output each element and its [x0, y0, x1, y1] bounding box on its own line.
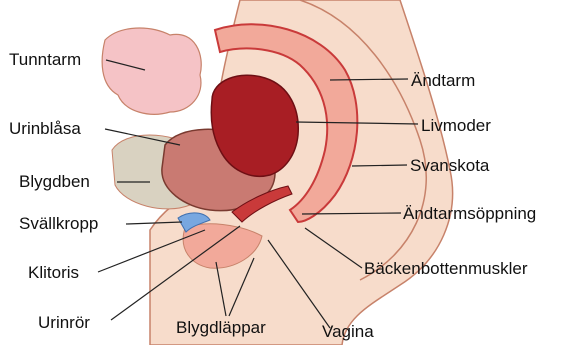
label-blygdben: Blygdben	[19, 172, 90, 192]
label-urinblasa: Urinblåsa	[9, 119, 81, 139]
label-vagina: Vagina	[322, 322, 374, 342]
label-tunntarm: Tunntarm	[9, 50, 81, 70]
label-svanskota: Svanskota	[410, 156, 489, 176]
label-livmoder: Livmoder	[421, 116, 491, 136]
label-backenbottenmuskler: Bäckenbottenmuskler	[364, 259, 527, 279]
label-blygdlappar: Blygdläppar	[176, 318, 266, 338]
label-andtarm: Ändtarm	[411, 71, 475, 91]
label-klitoris: Klitoris	[28, 263, 79, 283]
label-andtarmsoppning: Ändtarmsöppning	[403, 204, 536, 224]
label-urinror: Urinrör	[38, 313, 90, 333]
small-intestine	[102, 28, 201, 114]
label-svallkropp: Svällkropp	[19, 214, 98, 234]
